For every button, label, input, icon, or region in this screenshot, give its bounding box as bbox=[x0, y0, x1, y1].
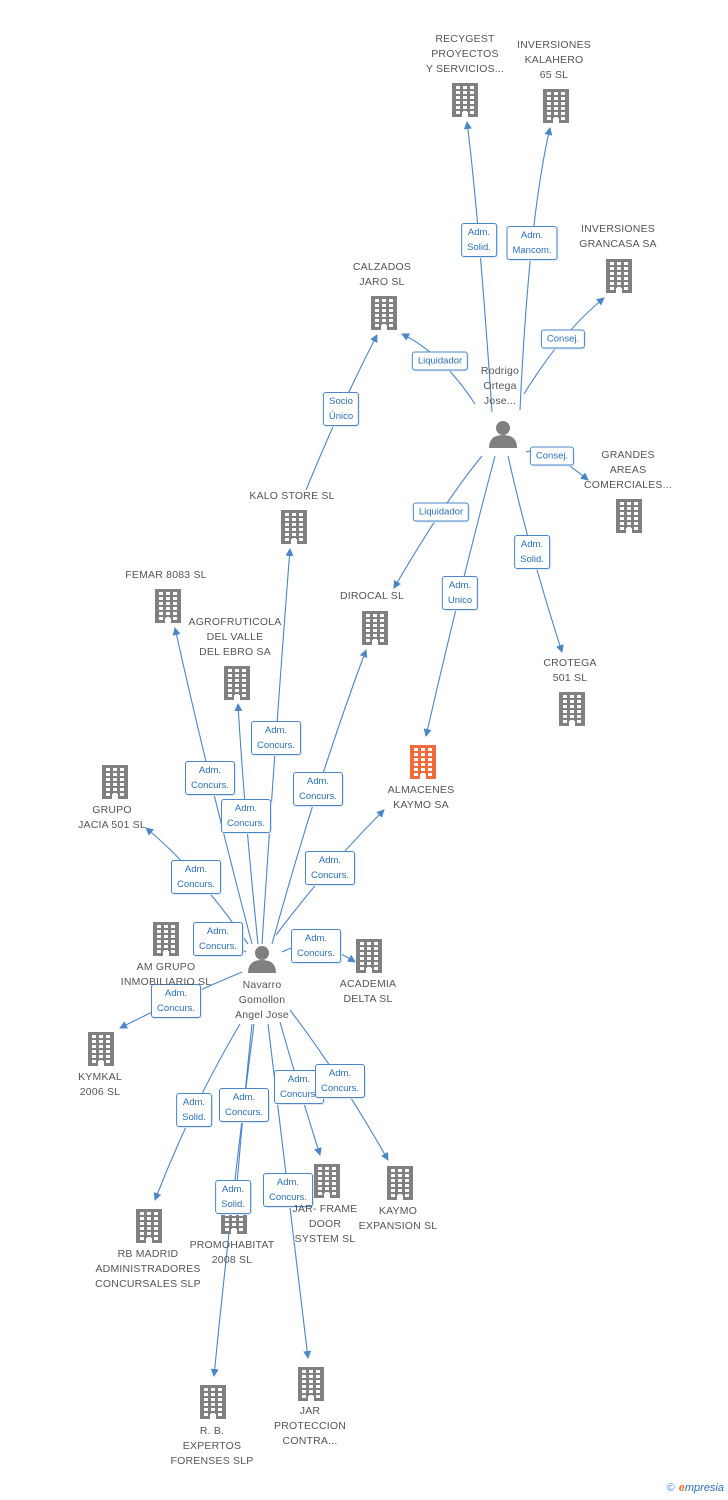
building-icon-dirocal[interactable] bbox=[362, 611, 388, 645]
building-icon-kaymoexp[interactable] bbox=[387, 1166, 413, 1200]
edge-label-navarro-to-rbexpertos[interactable]: Adm. Solid. bbox=[215, 1180, 251, 1214]
building-icon-almacenes[interactable] bbox=[410, 745, 436, 779]
node-label-kymkal[interactable]: KYMKAL 2006 SL bbox=[78, 1071, 122, 1098]
building-icon-academia[interactable] bbox=[356, 939, 382, 973]
node-label-jarprot[interactable]: JAR PROTECCION CONTRA... bbox=[273, 1405, 346, 1447]
edge-label-navarro-to-jacia[interactable]: Adm. Concurs. bbox=[170, 860, 222, 894]
node-label-crotega[interactable]: CROTEGA 501 SL bbox=[543, 657, 597, 684]
node-label-academia[interactable]: ACADEMIA DELTA SL bbox=[339, 978, 397, 1005]
node-label-promo[interactable]: PROMOHABITAT 2008 SL bbox=[189, 1239, 275, 1266]
node-label-grancasa[interactable]: INVERSIONES GRANCASA SA bbox=[579, 223, 657, 250]
building-icon-jacia[interactable] bbox=[102, 765, 128, 799]
edge-label-navarro-to-amgrupo[interactable]: Adm. Concurs. bbox=[192, 922, 244, 956]
edge-label-rodrigo-to-grandes[interactable]: Consej. bbox=[529, 446, 575, 466]
building-icon-amgrupo[interactable] bbox=[153, 922, 179, 956]
edge-label-navarro-to-promo[interactable]: Adm. Concurs. bbox=[218, 1088, 270, 1122]
brand-name: mpresia bbox=[684, 1482, 724, 1494]
brand-initial: e bbox=[678, 1482, 685, 1494]
building-icon-rbexpertos[interactable] bbox=[200, 1385, 226, 1419]
building-icon-rbmadrid[interactable] bbox=[136, 1209, 162, 1243]
edge-label-navarro-to-almacenes[interactable]: Adm. Concurs. bbox=[304, 851, 356, 885]
edge-label-navarro-to-kalo[interactable]: Adm. Concurs. bbox=[250, 721, 302, 755]
brand-footer: ©empresia bbox=[667, 1482, 724, 1494]
building-icon-kymkal[interactable] bbox=[88, 1032, 114, 1066]
edge-label-rodrigo-to-dirocal[interactable]: Liquidador bbox=[412, 502, 470, 522]
edge-label-navarro-to-kaymoexp[interactable]: Adm. Concurs. bbox=[314, 1064, 366, 1098]
person-icon-rodrigo[interactable] bbox=[489, 421, 517, 448]
edge-label-rodrigo-to-almacenes[interactable]: Adm. Unico bbox=[441, 576, 479, 610]
edge-label-rodrigo-to-crotega[interactable]: Adm. Solid. bbox=[514, 535, 550, 569]
node-label-dirocal[interactable]: DIROCAL SL bbox=[339, 590, 405, 602]
edge-label-navarro-to-academia[interactable]: Adm. Concurs. bbox=[290, 929, 342, 963]
node-label-femar[interactable]: FEMAR 8083 SL bbox=[125, 569, 207, 581]
edge-label-navarro-to-kymkal[interactable]: Adm. Concurs. bbox=[150, 984, 202, 1018]
building-icon-kalo[interactable] bbox=[281, 510, 307, 544]
building-icon-femar[interactable] bbox=[155, 589, 181, 623]
edge-label-navarro-to-dirocal[interactable]: Adm. Concurs. bbox=[292, 772, 344, 806]
edge-label-kalo-to-calzados[interactable]: Socio Único bbox=[322, 392, 360, 426]
node-label-agro[interactable]: AGROFRUTICOLA DEL VALLE DEL EBRO SA bbox=[188, 616, 282, 658]
edge-label-navarro-to-agro[interactable]: Adm. Concurs. bbox=[220, 799, 272, 833]
node-label-almacenes[interactable]: ALMACENES KAYMO SA bbox=[387, 784, 455, 811]
building-icon-calzados[interactable] bbox=[371, 296, 397, 330]
node-label-amgrupo[interactable]: AM GRUPO INMOBILIARIO SL bbox=[120, 961, 212, 988]
node-label-rbexpertos[interactable]: R. B. EXPERTOS FORENSES SLP bbox=[170, 1425, 254, 1467]
edge-label-navarro-to-jarprot[interactable]: Adm. Concurs. bbox=[262, 1173, 314, 1207]
edge-label-navarro-to-femar[interactable]: Adm. Concurs. bbox=[184, 761, 236, 795]
person-icon-navarro[interactable] bbox=[248, 946, 276, 973]
node-label-recygest[interactable]: RECYGEST PROYECTOS Y SERVICIOS... bbox=[425, 33, 505, 75]
node-label-kalahero[interactable]: INVERSIONES KALAHERO 65 SL bbox=[517, 39, 591, 81]
building-icon-grandes[interactable] bbox=[616, 499, 642, 533]
copyright-symbol: © bbox=[666, 1482, 675, 1494]
node-label-kaymoexp[interactable]: KAYMO EXPANSION SL bbox=[358, 1205, 438, 1232]
node-label-kalo[interactable]: KALO STORE SL bbox=[249, 490, 335, 502]
node-label-grandes[interactable]: GRANDES AREAS COMERCIALES... bbox=[584, 449, 672, 491]
edge-label-rodrigo-to-calzados[interactable]: Liquidador bbox=[411, 351, 469, 371]
edge-label-rodrigo-to-kalahero[interactable]: Adm. Mancom. bbox=[506, 226, 558, 260]
edge-rodrigo-to-dirocal bbox=[393, 455, 483, 589]
node-label-jacia[interactable]: GRUPO JACIA 501 SL bbox=[78, 804, 146, 831]
building-icon-recygest[interactable] bbox=[452, 83, 478, 117]
edge-label-navarro-to-rbmadrid[interactable]: Adm. Solid. bbox=[176, 1093, 212, 1127]
node-label-rbmadrid[interactable]: RB MADRID ADMINISTRADORES CONCURSALES SL… bbox=[95, 1248, 201, 1290]
building-icon-agro[interactable] bbox=[224, 666, 250, 700]
node-label-calzados[interactable]: CALZADOS JARO SL bbox=[352, 261, 412, 288]
building-icon-jarprot[interactable] bbox=[298, 1367, 324, 1401]
node-label-jarframe[interactable]: JAR- FRAME DOOR SYSTEM SL bbox=[292, 1203, 358, 1245]
building-icon-grancasa[interactable] bbox=[606, 259, 632, 293]
building-icon-jarframe[interactable] bbox=[314, 1164, 340, 1198]
edge-label-rodrigo-to-recygest[interactable]: Adm. Solid. bbox=[461, 223, 497, 257]
edge-label-rodrigo-to-grancasa[interactable]: Consej. bbox=[540, 329, 586, 349]
building-icon-crotega[interactable] bbox=[559, 692, 585, 726]
edge-layer bbox=[119, 121, 605, 1377]
node-label-navarro[interactable]: Navarro Gomollon Angel Jose bbox=[235, 979, 289, 1021]
node-label-rodrigo[interactable]: Rodrigo Ortega Jose... bbox=[480, 365, 520, 407]
building-icon-kalahero[interactable] bbox=[543, 89, 569, 123]
